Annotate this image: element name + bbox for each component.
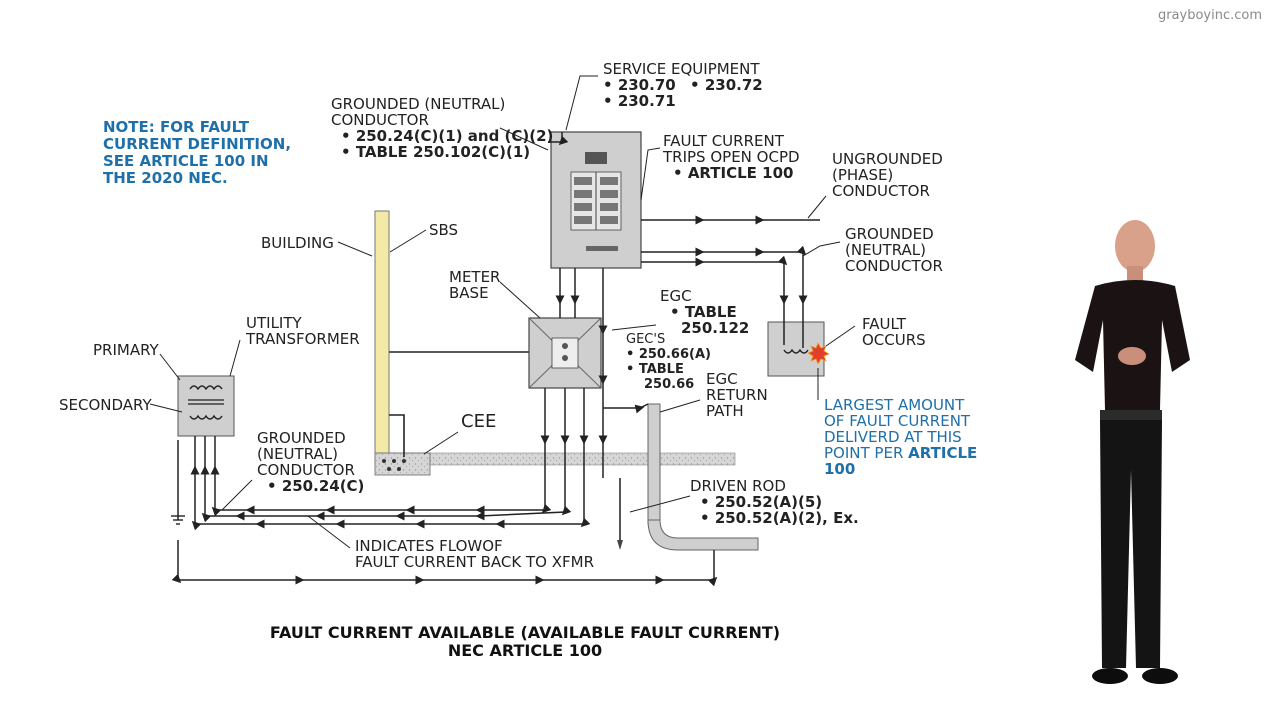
gecs-label: GEC'S 250.66(A) TABLE 250.66 (626, 332, 711, 392)
presenter-figure (1075, 220, 1190, 684)
grounded-conductor-right-label: GROUNDED (NEUTRAL) CONDUCTOR (845, 225, 943, 275)
fault-current-paths (171, 132, 820, 587)
site-watermark: grayboyinc.com (1157, 8, 1262, 23)
note-text-2: IN THE 2020 NEC. (103, 152, 269, 187)
caption-line-1: FAULT CURRENT AVAILABLE (AVAILABLE FAULT… (269, 623, 781, 642)
diagram-caption: FAULT CURRENT AVAILABLE (AVAILABLE FAULT… (200, 624, 850, 660)
ground-symbol-icon (171, 515, 185, 525)
fault-trips-label: FAULT CURRENT TRIPS OPEN OCPD ARTICLE 10… (663, 133, 800, 182)
fault-spark-icon (807, 342, 830, 365)
service-panel (550, 131, 642, 269)
meter-base-label: METER BASE (449, 268, 501, 302)
secondary-label: SECONDARY (59, 396, 152, 414)
primary-label: PRIMARY (93, 341, 159, 359)
largest-fault-current-label: LARGEST AMOUNT OF FAULT CURRENT DELIVERD… (824, 396, 978, 478)
definition-note: NOTE: FOR FAULT CURRENT DEFINITION, SEE … (103, 119, 293, 187)
sbs-label: SBS (429, 221, 459, 239)
meter-base (528, 317, 602, 389)
note-text-1: FOR FAULT CURRENT DEFINITION, SEE (103, 118, 292, 170)
utility-transformer-label: UTILITY TRANSFORMER (246, 314, 360, 348)
utility-transformer (177, 375, 235, 437)
note-article: ARTICLE 100 (139, 152, 246, 170)
fault-occurs-label: FAULT OCCURS (862, 315, 926, 349)
service-equipment-label: SERVICE EQUIPMENT 230.70 230.72 230.71 (603, 61, 763, 110)
grounded-conductor-top-label: GROUNDED (NEUTRAL) CONDUCTOR 250.24(C)(1… (331, 96, 553, 161)
concrete-slab (374, 452, 736, 476)
note-prefix: NOTE: (103, 118, 155, 136)
driven-rod-label: DRIVEN ROD 250.52(A)(5) 250.52(A)(2), Ex… (690, 478, 859, 527)
egc-return-path-label: EGC RETURN PATH (706, 370, 768, 420)
leader-lines (149, 75, 856, 549)
building-wall (374, 210, 390, 454)
egc-label: EGC TABLE 250.122 (660, 288, 749, 336)
ungrounded-conductor-label: UNGROUNDED (PHASE) CONDUCTOR (832, 150, 943, 200)
flow-indicator-label: INDICATES FLOWOF FAULT CURRENT BACK TO X… (355, 537, 595, 571)
driven-rod (617, 403, 759, 551)
grounded-conductor-bottom-label: GROUNDED (NEUTRAL) CONDUCTOR 250.24(C) (257, 430, 364, 495)
caption-line-2: NEC ARTICLE 100 (447, 641, 603, 660)
cee-label: CEE (461, 411, 497, 432)
building-label: BUILDING (261, 234, 334, 252)
